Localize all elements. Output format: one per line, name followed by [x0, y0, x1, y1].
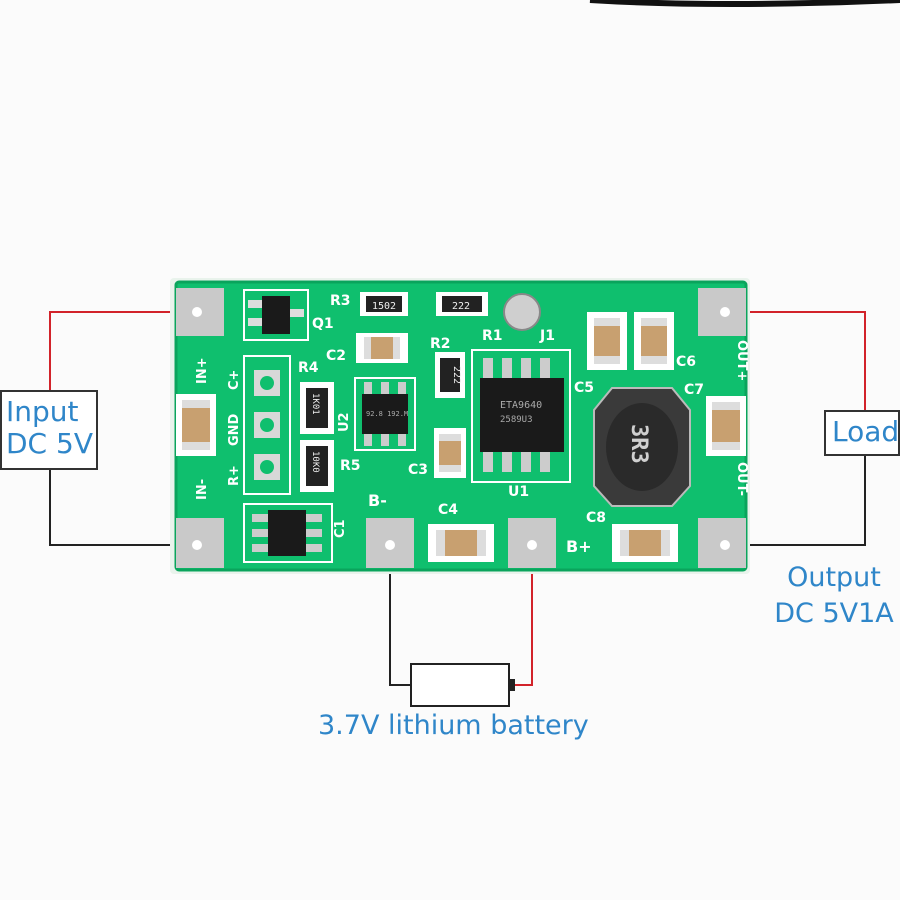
inductor [593, 387, 691, 507]
three-pin-header [243, 355, 291, 495]
input-capacitor [176, 394, 216, 456]
u2-marking: 92.8 192.M [366, 410, 408, 418]
u1-chip [471, 349, 571, 483]
silk-c6: C6 [676, 354, 696, 370]
c6b-capacitor [634, 312, 674, 370]
silk-c2: C2 [326, 348, 346, 364]
silk-b-minus: B- [368, 491, 387, 510]
top-edge-shadow [589, 0, 900, 7]
wire-input-positive [49, 311, 197, 392]
pad-in-minus [176, 518, 224, 568]
silk-r4: R4 [298, 360, 319, 376]
input-label-line2: DC 5V [6, 427, 93, 461]
silk-out-minus: OUT- [734, 462, 749, 496]
r4-resistor [300, 382, 334, 434]
input-label-box: Input DC 5V [0, 390, 98, 470]
c4-capacitor [428, 524, 494, 562]
q1-transistor [243, 289, 309, 341]
r3-marking: 1502 [372, 301, 396, 312]
r4-marking: 1K01 [310, 393, 320, 415]
j1-jumper [503, 293, 541, 331]
wires [49, 311, 866, 686]
c8-capacitor [612, 524, 678, 562]
pad-b-plus [508, 518, 556, 568]
silk-r3: R3 [330, 293, 351, 309]
silk-r2: R2 [430, 336, 451, 352]
wire-output-negative [725, 456, 866, 546]
silk-c-plus: C+ [227, 370, 242, 390]
silk-r-plus: R+ [227, 465, 242, 486]
pad-b-minus [366, 518, 414, 568]
c1-chip [243, 503, 333, 563]
wire-input-negative [49, 470, 197, 546]
silk-r1: R1 [482, 328, 503, 344]
load-label-text: Load [832, 415, 900, 448]
silk-in-minus: IN- [195, 479, 210, 500]
u1-marking-2: 2589U3 [500, 415, 533, 425]
silk-out-plus: OUT+ [734, 340, 749, 381]
battery-icon [410, 663, 515, 707]
r3-resistor [360, 292, 408, 316]
r5-resistor [300, 440, 334, 492]
silk-q1: Q1 [312, 316, 334, 332]
inductor-marking: 3R3 [626, 424, 651, 464]
silk-b-plus: B+ [566, 537, 592, 556]
silk-c8: C8 [586, 510, 606, 526]
silk-c7: C7 [684, 382, 704, 398]
r2-resistor [435, 352, 465, 398]
load-label-box: Load [824, 410, 900, 456]
silk-r5: R5 [340, 458, 361, 474]
wire-output-positive [725, 311, 866, 410]
c3-capacitor [434, 428, 466, 478]
wire-battery-positive [512, 545, 533, 686]
silk-u1: U1 [508, 484, 529, 500]
pad-out-minus [698, 518, 746, 568]
r5-marking: 10K0 [310, 451, 320, 473]
input-label-line1: Input [6, 395, 79, 428]
silk-c1: C1 [333, 519, 348, 538]
battery-label: 3.7V lithium battery [318, 710, 589, 741]
c6a-capacitor [587, 312, 627, 370]
c7-capacitor [706, 396, 746, 456]
output-label: Output DC 5V1A [768, 560, 900, 632]
r1-marking: 222 [452, 301, 470, 312]
wire-battery-negative [389, 545, 411, 686]
silk-gnd: GND [227, 413, 242, 446]
silk-u2: U2 [337, 412, 352, 432]
output-label-line1: Output [787, 562, 881, 593]
silk-j1: J1 [539, 328, 555, 344]
silk-c3: C3 [408, 462, 428, 478]
silk-c5: C5 [574, 380, 594, 396]
pcb-board: Q1 R3 R1 J1 R2 C2 R4 R5 C3 U1 C5 C6 C7 C… [170, 278, 750, 574]
output-label-line2: DC 5V1A [774, 598, 894, 629]
r2-marking: 222 [451, 366, 462, 384]
u1-marking: ETA9640 [500, 400, 542, 411]
c2-capacitor [356, 333, 408, 363]
silk-in-plus: IN+ [195, 357, 210, 384]
u2-chip [354, 377, 416, 451]
pad-in-plus [176, 288, 224, 336]
r1-resistor [436, 292, 488, 316]
pad-out-plus [698, 288, 746, 336]
silk-c4: C4 [438, 502, 458, 518]
